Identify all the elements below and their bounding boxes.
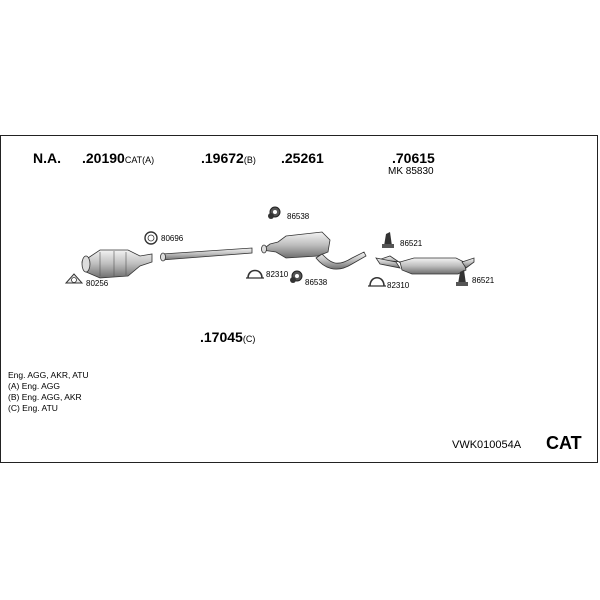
engine-note: Eng. AGG, AKR, ATU xyxy=(8,370,89,380)
part-label-86538-bottom: 86538 xyxy=(305,278,328,287)
part-label-82310-right: 82310 xyxy=(387,281,410,290)
part-number-70615: .70615 xyxy=(392,150,435,166)
rubber-hanger-86538-bottom-icon xyxy=(290,270,303,283)
part-label-86538-top: 86538 xyxy=(287,212,310,221)
rubber-hanger-86521-bottom-icon xyxy=(456,270,468,286)
catalytic-converter-icon xyxy=(81,249,153,279)
clamp-82310-right-icon xyxy=(368,276,386,287)
rubber-hanger-86521-top-icon xyxy=(382,232,394,248)
engine-note: (C) Eng. ATU xyxy=(8,403,58,413)
part-label-82310-left: 82310 xyxy=(266,270,289,279)
part-number-19672: .19672(B) xyxy=(201,151,256,165)
part-number-17045-suffix: (C) xyxy=(242,334,256,344)
part-number-19672-suffix: (B) xyxy=(243,155,256,165)
part-number-20190: .20190CAT(A) xyxy=(82,151,154,165)
rear-silencer-icon xyxy=(375,255,475,275)
part-number-19672-value: .19672 xyxy=(201,150,244,166)
label-na: N.A. xyxy=(33,150,61,166)
part-number-17045-value: .17045 xyxy=(200,329,243,345)
part-number-20190-suffix: CAT(A) xyxy=(124,155,155,165)
engine-note: (B) Eng. AGG, AKR xyxy=(8,392,82,402)
mk-number: MK 85830 xyxy=(388,166,434,177)
diagram-frame xyxy=(0,135,598,463)
part-number-25261: .25261 xyxy=(281,150,324,166)
part-label-80256: 80256 xyxy=(86,279,109,288)
part-label-80696: 80696 xyxy=(161,234,184,243)
gasket-80256-icon xyxy=(64,273,84,284)
clamp-82310-left-icon xyxy=(246,269,264,279)
part-number-17045: .17045(C) xyxy=(200,330,255,344)
part-number-20190-value: .20190 xyxy=(82,150,125,166)
part-label-86521-top: 86521 xyxy=(400,239,423,248)
engine-notes: Eng. AGG, AKR, ATU (A) Eng. AGG (B) Eng.… xyxy=(8,370,89,414)
cat-label: CAT xyxy=(546,433,582,453)
part-label-86521-bottom: 86521 xyxy=(472,276,495,285)
kit-code: VWK010054A xyxy=(452,439,522,451)
rubber-hanger-86538-top-icon xyxy=(268,206,281,219)
middle-pipe-icon xyxy=(160,247,253,262)
engine-note: (A) Eng. AGG xyxy=(8,381,60,391)
middle-silencer-icon xyxy=(260,231,367,270)
clamp-80696-icon xyxy=(144,231,158,245)
